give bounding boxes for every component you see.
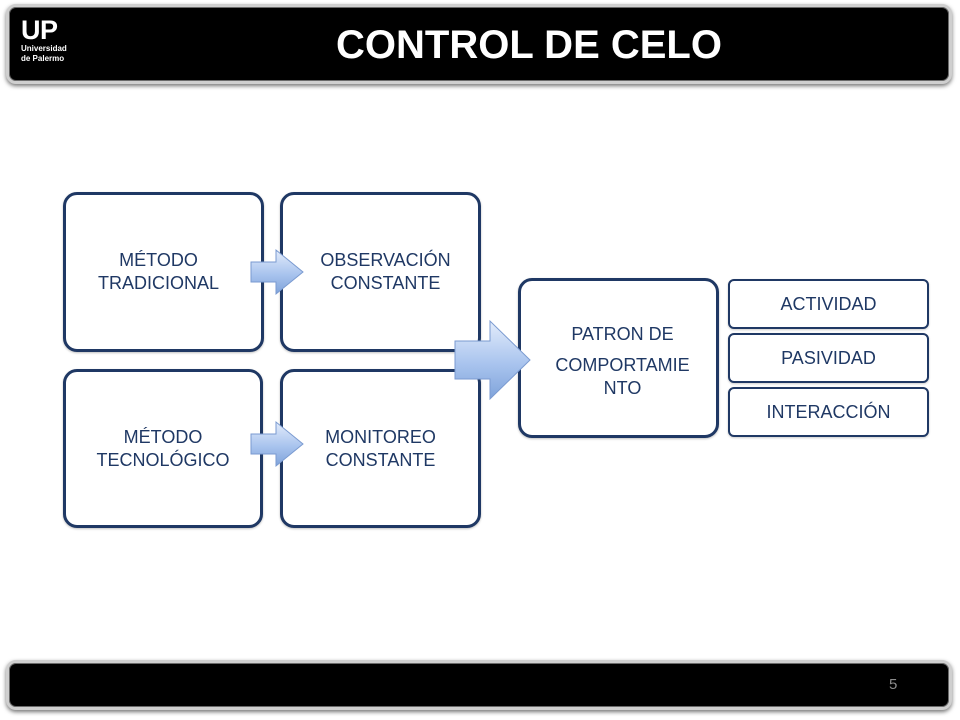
behavior-label-pasividad: PASIVIDAD [781, 347, 876, 368]
metodo-tecnologico-box: MÉTODO TECNOLÓGICO [63, 369, 263, 528]
logo-line-2: de Palermo [21, 54, 65, 63]
patron-comportamiento-box: PATRON DE COMPORTAMIE NTO [518, 278, 719, 438]
logo-mark: UP [21, 15, 58, 45]
university-logo: UP Universidad de Palermo [21, 17, 67, 64]
monitoreo-constante-line-2: CONSTANTE [325, 449, 436, 470]
behavior-tag-actividad: ACTIVIDAD [728, 279, 929, 329]
patron-line-2: COMPORTAMIE [555, 354, 690, 375]
metodo-tradicional-box: MÉTODO TRADICIONAL [63, 192, 264, 352]
observacion-constante-line-2: CONSTANTE [330, 273, 441, 293]
observacion-constante-line-1: OBSERVACIÓN [320, 250, 451, 270]
patron-line-3: NTO [603, 377, 642, 398]
footer-bar [6, 660, 952, 710]
metodo-tecnologico-line-1: MÉTODO [123, 426, 203, 447]
page-number: 5 [889, 676, 898, 693]
slide-title: CONTROL DE CELO [336, 23, 722, 67]
patron-line-1: PATRON DE [571, 323, 674, 344]
observacion-constante-box: OBSERVACIÓN CONSTANTE [280, 192, 481, 352]
behavior-label-interaccion: INTERACCIÓN [766, 401, 891, 422]
monitoreo-constante-box: MONITOREO CONSTANTE [280, 369, 481, 528]
behavior-tag-pasividad: PASIVIDAD [728, 333, 929, 383]
header-bar: UP Universidad de Palermo CONTROL DE CEL… [6, 4, 952, 84]
logo-line-1: Universidad [21, 44, 67, 53]
metodo-tradicional-line-2: TRADICIONAL [97, 273, 220, 293]
behavior-label-actividad: ACTIVIDAD [780, 293, 877, 314]
behavior-tag-interaccion: INTERACCIÓN [728, 387, 929, 437]
monitoreo-constante-line-1: MONITOREO [325, 426, 436, 447]
metodo-tradicional-line-1: MÉTODO [119, 250, 198, 270]
metodo-tecnologico-line-2: TECNOLÓGICO [96, 449, 230, 470]
